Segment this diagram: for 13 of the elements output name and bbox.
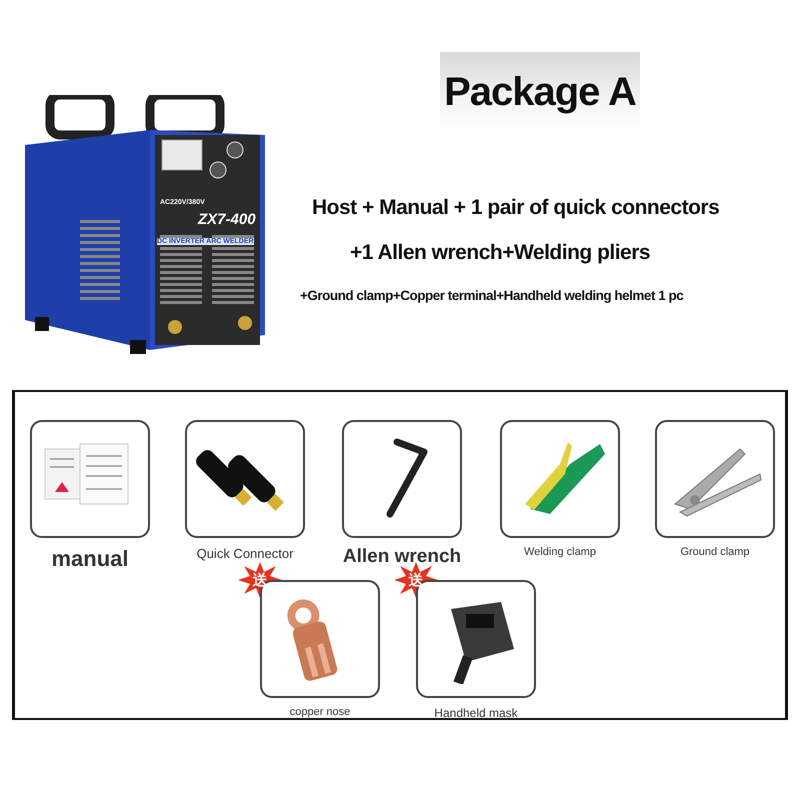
description-text: +Ground clamp+Copper terminal+Handheld welding helmet 1 pc (300, 288, 684, 303)
item-caption: manual (51, 546, 129, 572)
model-text: ZX7-400 (198, 211, 256, 228)
item-caption: copper nose (290, 706, 350, 718)
frame-border (12, 390, 788, 720)
description-text: +1 Allen wrench+Welding pliers (350, 241, 650, 265)
item-caption: Welding clamp (524, 546, 596, 558)
item-caption: Handheld mask (434, 706, 518, 720)
item-caption: Ground clamp (680, 546, 750, 558)
gift-badge: 送 (238, 562, 282, 598)
description-text: Host + Manual + 1 pair of quick connectors (312, 196, 720, 220)
item-caption: Quick Connector (196, 546, 294, 561)
gift-badge: 送 (394, 562, 438, 598)
